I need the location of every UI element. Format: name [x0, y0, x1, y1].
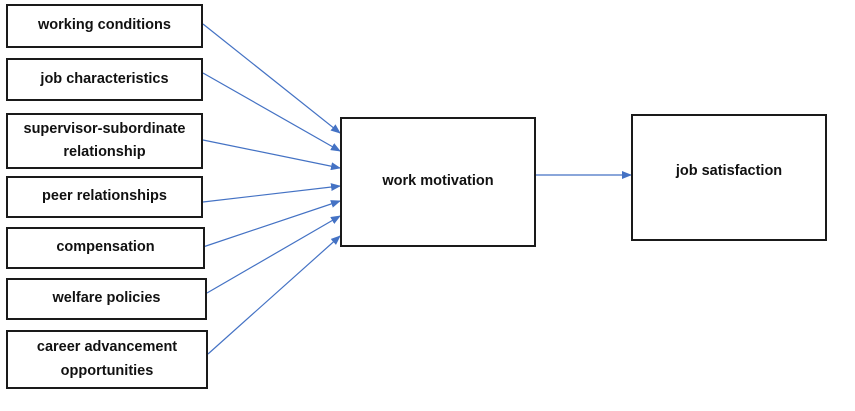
mediator-label: work motivation [382, 173, 494, 190]
mediator-work-motivation: work motivation [340, 117, 536, 247]
factor-working-conditions: working conditions [6, 4, 203, 48]
outcome-job-satisfaction: job satisfaction [631, 114, 827, 241]
arrow-job-characteristics-to-work-motivation [202, 72, 341, 152]
factor-compensation: compensation [6, 227, 205, 269]
factor-peer-relationships: peer relationships [6, 176, 203, 218]
factor-label: job characteristics [40, 70, 169, 87]
arrow-supervisor-subordinate-to-work-motivation [202, 139, 341, 171]
arrow-career-advancement-to-work-motivation [207, 235, 341, 355]
factor-label: welfare policies [52, 290, 161, 307]
factor-label: compensation [56, 239, 155, 256]
arrow-working-conditions-to-work-motivation [202, 23, 341, 134]
factor-job-characteristics: job characteristics [6, 58, 203, 101]
arrow-peer-relationships-to-work-motivation [202, 183, 341, 203]
factor-label: supervisor-subordinate relationship [23, 120, 186, 160]
arrow-welfare-policies-to-work-motivation [206, 215, 341, 294]
outcome-label: job satisfaction [675, 163, 783, 179]
factor-label: peer relationships [42, 188, 167, 205]
factor-career-advancement-opportunities: career advancement opportunities [6, 330, 208, 389]
factor-label: working conditions [38, 17, 171, 34]
arrow-compensation-to-work-motivation [202, 200, 341, 248]
factor-label: career advancement opportunities [36, 339, 178, 379]
factor-welfare-policies: welfare policies [6, 278, 207, 320]
factor-supervisor-subordinate-relationship: supervisor-subordinate relationship [6, 113, 203, 169]
